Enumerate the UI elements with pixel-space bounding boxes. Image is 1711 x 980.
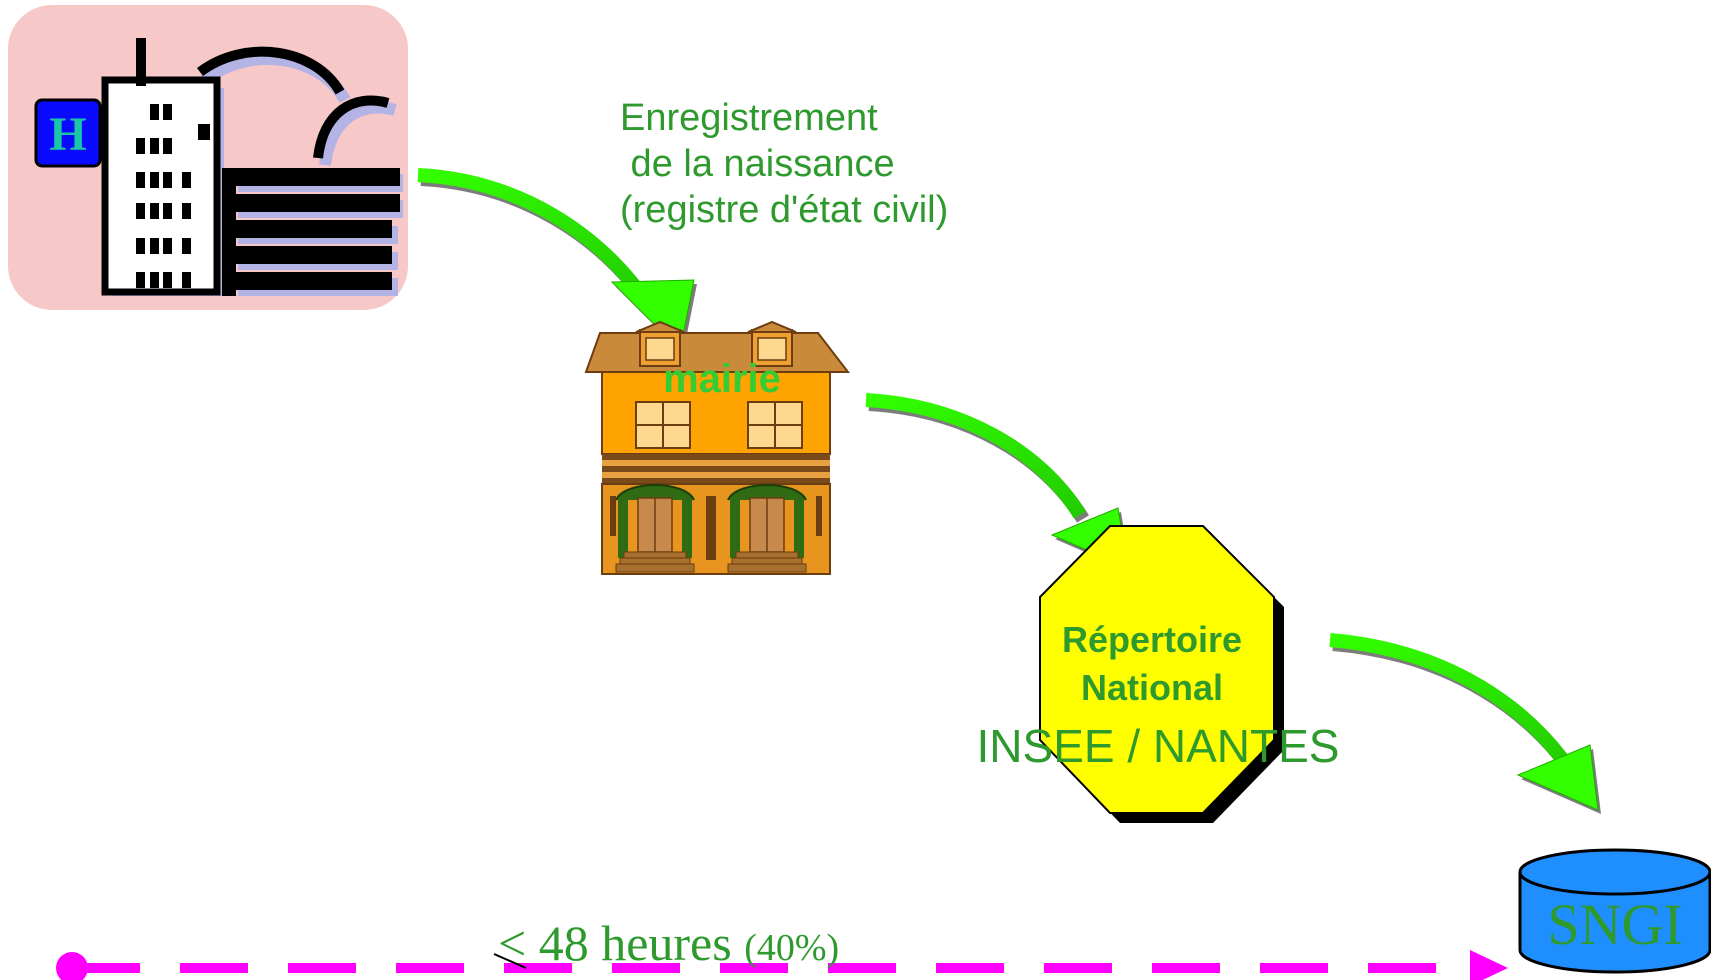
timeline-arrow (56, 950, 1508, 980)
caption-line-1: Enregistrement (620, 97, 878, 139)
caption-line-2: de la naissance (620, 143, 895, 185)
birth-registration-caption: Enregistrement de la naissance (registre… (620, 97, 948, 231)
caption-line-3: (registre d'état civil) (620, 189, 948, 231)
hospital-letter: H (49, 108, 86, 161)
sngi-label: SNGI (1547, 892, 1682, 957)
hospital-icon: H (8, 5, 408, 310)
town-hall-label: mairie (663, 357, 781, 401)
less-than-underline (493, 953, 527, 969)
register-subtitle: INSEE / NANTES (977, 720, 1340, 772)
timeline-percentage: (40%) (744, 927, 839, 969)
sngi-database-icon: SNGI (1518, 848, 1711, 974)
register-title-line2: National (1081, 667, 1223, 708)
register-title-line1: Répertoire (1062, 619, 1242, 660)
timeline-duration: 48 heures (526, 915, 744, 971)
arrow-repertoire-to-sngi (1329, 633, 1601, 814)
national-register-octagon: Répertoire National INSEE / NANTES (977, 525, 1340, 823)
town-hall-icon: mairie (584, 320, 851, 575)
timeline-label: < 48 heures (40%) (498, 915, 839, 971)
